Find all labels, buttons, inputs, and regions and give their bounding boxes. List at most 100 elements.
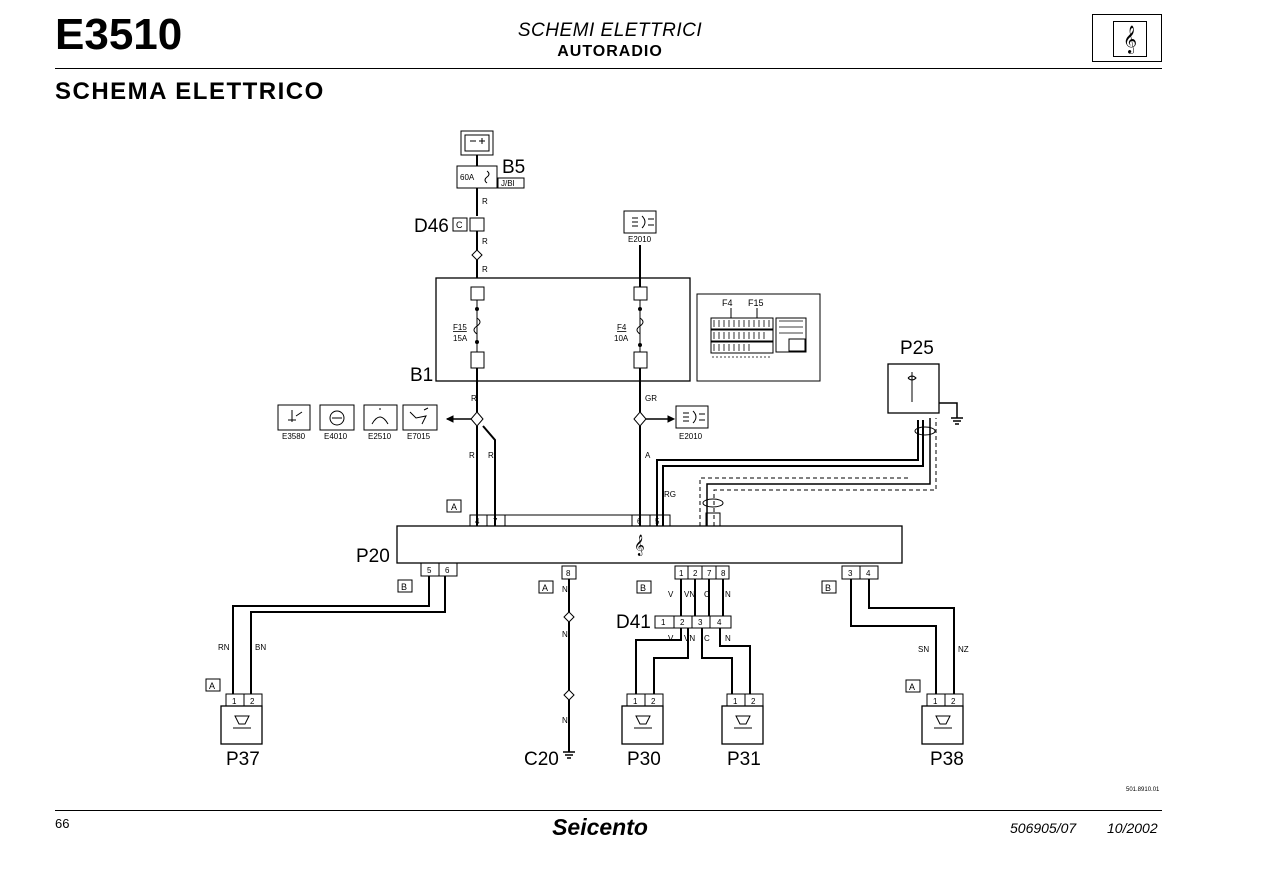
label-e7015: E7015 xyxy=(407,432,431,441)
wire-c-2: C xyxy=(704,634,710,643)
b5-tag: J/BI xyxy=(501,179,515,188)
wire-n-1: N xyxy=(562,585,568,594)
conn-tag-b-right: B xyxy=(825,583,831,593)
pin-p20-top-4: 4 xyxy=(475,517,480,526)
pin-p20-br-3: 3 xyxy=(848,569,853,578)
pin-d41-3: 3 xyxy=(698,618,703,627)
wire-n-3: N xyxy=(562,716,568,725)
headlight-icon-right xyxy=(675,405,709,429)
label-f15: F15 xyxy=(453,323,467,332)
b5-fuse-rating: 60A xyxy=(460,173,475,182)
p38-speaker xyxy=(921,705,964,745)
header-subject: AUTORADIO xyxy=(557,43,663,60)
splice-node-right xyxy=(633,411,647,427)
p20-radio-box xyxy=(396,525,903,564)
document-date: 10/2002 xyxy=(1107,820,1158,836)
conn-tag-b-left: B xyxy=(401,582,407,592)
wire-vn-1: VN xyxy=(684,590,695,599)
b5-fuse-symbol xyxy=(484,170,490,184)
d41-connector xyxy=(654,615,732,629)
battery-icon xyxy=(460,130,494,156)
splice-node-left xyxy=(470,411,484,427)
header-subtitle: SCHEMI ELETTRICI AUTORADIO xyxy=(460,20,760,61)
pin-p31-2: 2 xyxy=(751,697,756,706)
headlight-icon-top xyxy=(623,210,657,234)
wire-nz: NZ xyxy=(958,645,969,654)
pin-p30-1: 1 xyxy=(633,697,638,706)
wire-a: A xyxy=(645,451,651,460)
page-number: 66 xyxy=(55,816,70,831)
pin-p31-1: 1 xyxy=(733,697,738,706)
pin-p38-1: 1 xyxy=(933,697,938,706)
conn-tag-a-p37: A xyxy=(209,681,215,691)
wire-v-2: V xyxy=(668,634,674,643)
wire-gr: GR xyxy=(645,394,657,403)
p30-speaker xyxy=(621,705,664,745)
label-p31: P31 xyxy=(727,749,761,770)
wire-r-5: R xyxy=(469,451,475,460)
label-f4: F4 xyxy=(617,323,627,332)
radio-treble-clef-icon-p20: 𝄞 xyxy=(634,535,645,556)
label-c20: C20 xyxy=(524,749,559,770)
pin-p20-bl-6: 6 xyxy=(445,566,450,575)
label-e4010: E4010 xyxy=(324,432,348,441)
header-icon-box: 𝄞 xyxy=(1092,14,1162,62)
pin-p20-top-7: 7 xyxy=(493,517,498,526)
pin-p20-br-4: 4 xyxy=(866,569,871,578)
wire-r-1: R xyxy=(482,197,488,206)
wire-vn-2: VN xyxy=(684,634,695,643)
section-title: SCHEMA ELETTRICO xyxy=(55,78,325,105)
label-p20: P20 xyxy=(356,546,390,567)
pin-d41-4: 4 xyxy=(717,618,722,627)
label-p30: P30 xyxy=(627,749,661,770)
b5-tag-box xyxy=(497,177,525,189)
document-code: E3510 xyxy=(55,10,183,59)
pin-p20-bm-8: 8 xyxy=(566,569,571,578)
label-f4-rating: 10A xyxy=(614,334,629,343)
inset-label-f15: F15 xyxy=(748,298,764,308)
pin-d41-1: 1 xyxy=(661,618,666,627)
conn-tag-b-d41: B xyxy=(640,583,646,593)
wire-rg: RG xyxy=(664,490,676,499)
p37-speaker xyxy=(220,705,263,745)
label-b5: B5 xyxy=(502,157,525,178)
label-e2010-top: E2010 xyxy=(628,235,652,244)
wire-n-4: N xyxy=(725,590,731,599)
label-d41: D41 xyxy=(616,612,651,633)
consumer-icons xyxy=(277,404,438,431)
brand-name: Seicento xyxy=(552,814,648,840)
wire-rn: RN xyxy=(218,643,230,652)
pin-p20-d41-8: 8 xyxy=(721,569,726,578)
label-f15-rating: 15A xyxy=(453,334,468,343)
footer-rule xyxy=(55,810,1162,811)
b1-fuse-box xyxy=(435,277,691,382)
pin-p20-d41-7: 7 xyxy=(707,569,712,578)
label-p25: P25 xyxy=(900,338,934,359)
wire-n-2: N xyxy=(562,630,568,639)
conn-tag-a-mid: A xyxy=(542,583,548,593)
wire-r-2: R xyxy=(482,237,488,246)
label-e2010-right: E2010 xyxy=(679,432,703,441)
label-b1: B1 xyxy=(410,365,433,386)
pin-p30-2: 2 xyxy=(651,697,656,706)
d46-tag-box xyxy=(452,217,468,232)
pin-d41-2: 2 xyxy=(680,618,685,627)
pin-p20-d41-2: 2 xyxy=(693,569,698,578)
p25-antenna-box xyxy=(887,363,940,414)
pin-p20-top-6: 6 xyxy=(637,517,642,526)
wire-sn: SN xyxy=(918,645,929,654)
pin-p37-2: 2 xyxy=(250,697,255,706)
header-category: SCHEMI ELETTRICI xyxy=(517,20,703,41)
ground-symbol xyxy=(563,751,575,759)
p20-top-conn-tag xyxy=(446,499,462,513)
label-d46: D46 xyxy=(414,216,449,237)
pin-p20-d41-1: 1 xyxy=(679,569,684,578)
pin-p20-bl-5: 5 xyxy=(427,566,432,575)
wire-r-6: R xyxy=(488,451,494,460)
wire-v-1: V xyxy=(668,590,674,599)
wire-r-3: R xyxy=(482,265,488,274)
inset-label-f4: F4 xyxy=(722,298,733,308)
wire-c-1: C xyxy=(704,590,710,599)
header-rule xyxy=(55,68,1162,69)
